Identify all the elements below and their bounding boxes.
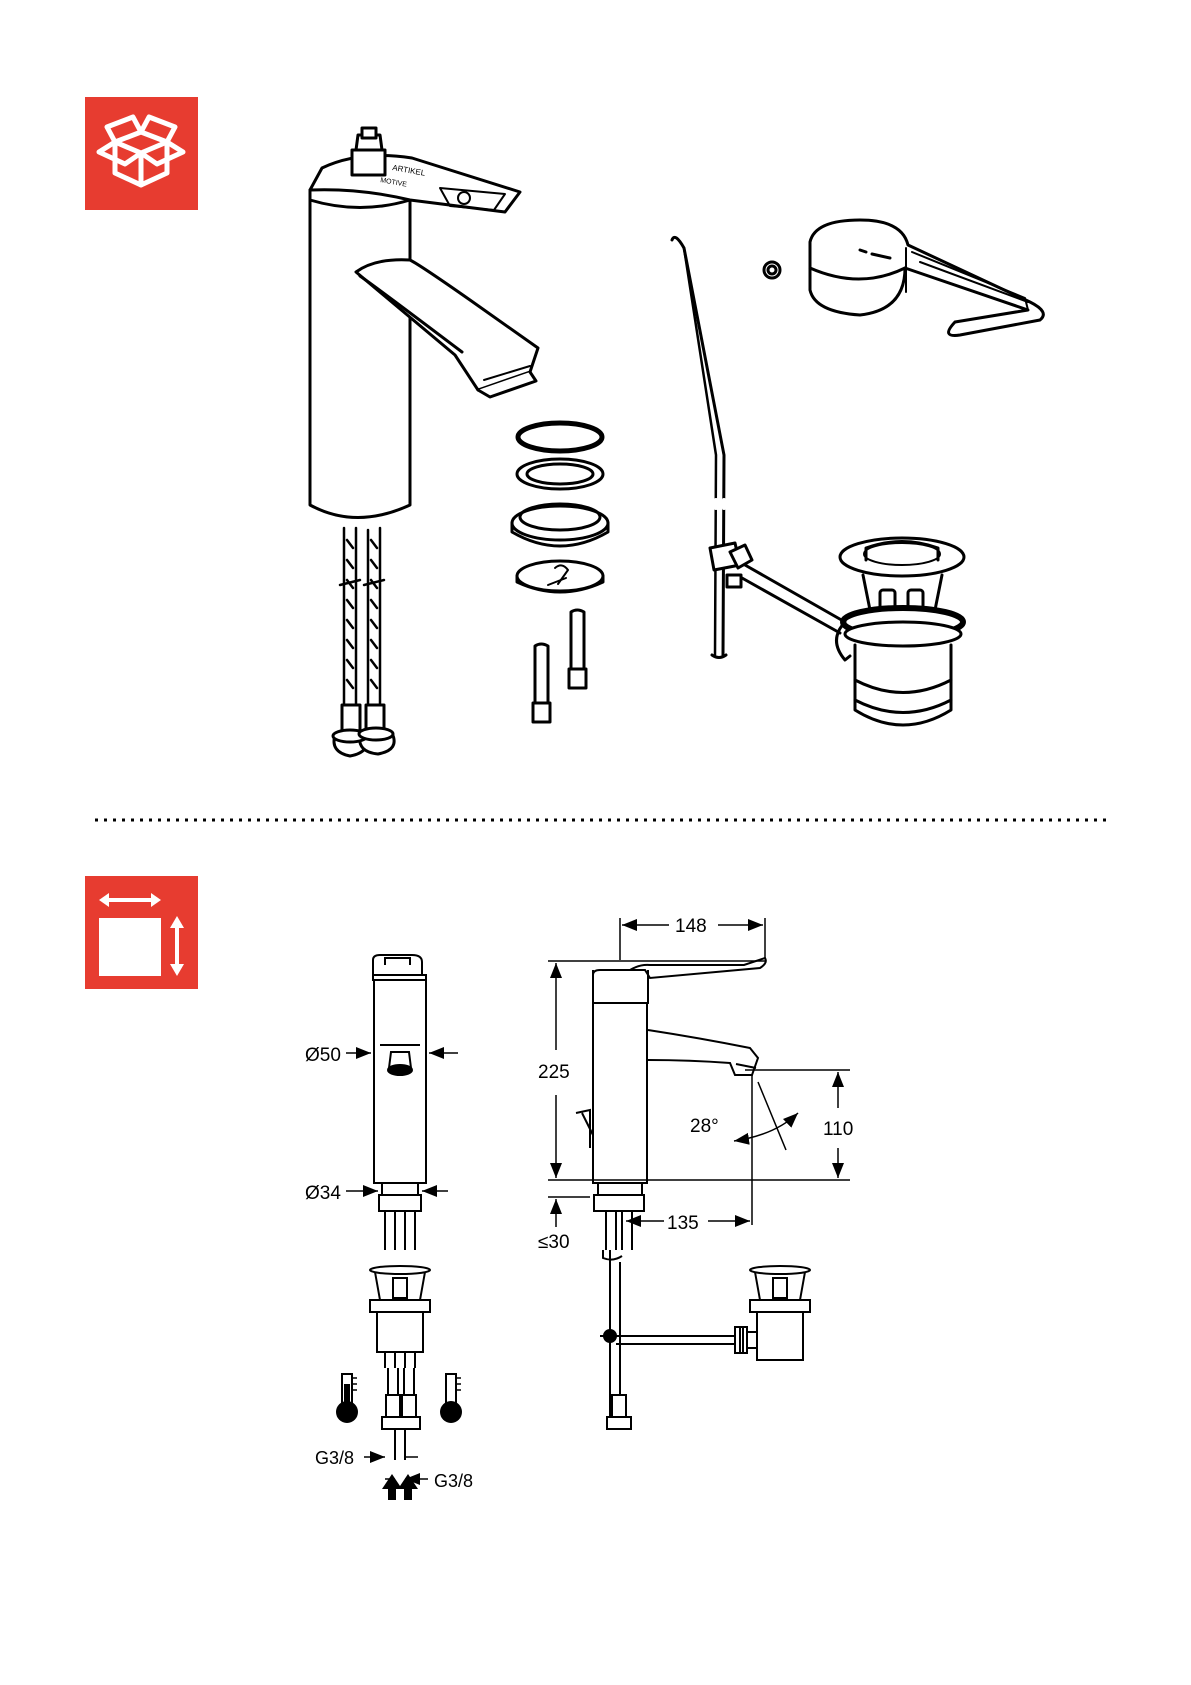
tap-exploded-view: ARTIKEL MOTIVE: [310, 128, 1043, 756]
inlet-arrows-icon: [382, 1474, 418, 1500]
cold-water-icon: [440, 1374, 462, 1423]
connection-left-label: G3/8: [315, 1448, 354, 1468]
side-view: [576, 958, 810, 1430]
angle-label: 28°: [690, 1116, 719, 1137]
width-top-label: 148: [675, 916, 707, 937]
hot-water-icon: [336, 1374, 358, 1423]
connection-right-label: G3/8: [434, 1471, 473, 1491]
height-total-label: 225: [538, 1062, 570, 1083]
base-diameter-label: Ø34: [305, 1183, 341, 1204]
body-diameter-label: Ø50: [305, 1045, 341, 1066]
spout-reach-label: 135: [667, 1213, 699, 1234]
height-spout-label: 110: [823, 1119, 853, 1140]
deck-thickness-label: ≤30: [538, 1232, 570, 1253]
front-view: [370, 955, 430, 1460]
